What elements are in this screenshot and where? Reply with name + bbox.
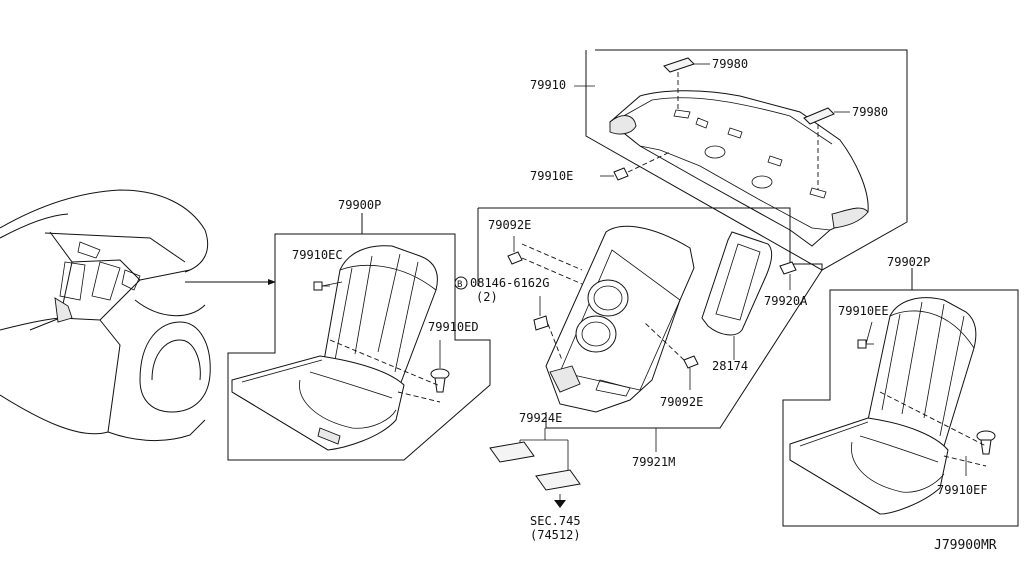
dashed-79092E-a xyxy=(521,257,583,285)
label-bolt-qty: (2) xyxy=(476,290,498,304)
screw-79092E-b xyxy=(683,355,699,390)
trim-28174 xyxy=(701,231,773,336)
label-28174: 28174 xyxy=(712,359,748,373)
shelf-box-frame xyxy=(585,49,908,271)
label-79980-a: 79980 xyxy=(712,57,748,71)
screw-79910E xyxy=(600,167,629,181)
seat-cushion-left xyxy=(231,355,405,451)
car-rear-illustration xyxy=(0,189,211,442)
dashed-guide-right xyxy=(879,391,987,447)
label-79092E-b: 79092E xyxy=(660,395,703,409)
label-79092E-a: 79092E xyxy=(488,218,531,232)
dashed-guide xyxy=(329,339,441,387)
seat-box-left-frame xyxy=(227,213,491,461)
pad-79924E-a xyxy=(489,441,535,463)
screw-79920A xyxy=(779,261,797,290)
screw-79910EE xyxy=(857,339,874,349)
label-79921M: 79921M xyxy=(632,455,675,469)
bolt-symbol-circle xyxy=(454,276,468,290)
dashed-guide-2 xyxy=(397,391,441,403)
screw-79910EC xyxy=(313,281,330,291)
label-79910E: 79910E xyxy=(530,169,573,183)
arrow-head xyxy=(268,279,276,285)
console-box-frame xyxy=(477,207,823,429)
dashed-79092E-a-2 xyxy=(521,243,583,271)
dashed-bolt xyxy=(547,323,563,361)
reference-code: (74512) xyxy=(530,528,581,542)
sec-arrow-head xyxy=(554,500,566,508)
parcel-shelf xyxy=(609,90,869,247)
label-79980-b: 79980 xyxy=(852,105,888,119)
console-panel xyxy=(545,225,695,413)
label-79900P: 79900P xyxy=(338,198,381,212)
screw-79092E-a xyxy=(507,236,523,265)
dashed-79092E-b xyxy=(643,321,685,361)
pad-79924E-b xyxy=(535,469,581,491)
label-79910: 79910 xyxy=(530,78,566,92)
label-79910EC: 79910EC xyxy=(292,248,343,262)
label-79910EE: 79910EE xyxy=(838,304,889,318)
seat-box-right-frame xyxy=(782,268,1019,527)
leader-79910EE xyxy=(865,321,873,345)
bolt-symbol: B xyxy=(457,280,462,290)
reference-sec: SEC.745 xyxy=(530,514,581,528)
pad-79980-b xyxy=(803,107,850,125)
label-79910EF: 79910EF xyxy=(937,483,988,497)
leader-79910EC xyxy=(321,281,343,287)
dashed-guide-right-2 xyxy=(943,455,987,467)
bolt-08146 xyxy=(533,296,549,331)
clip-79910ED xyxy=(430,368,450,393)
diagram-code: J79900MR xyxy=(934,538,997,553)
label-79924E: 79924E xyxy=(519,411,562,425)
label-79902P: 79902P xyxy=(887,255,930,269)
label-79910ED: 79910ED xyxy=(428,320,479,334)
label-79920A: 79920A xyxy=(764,294,808,308)
clip-79910EF xyxy=(976,430,996,455)
seat-cushion-right xyxy=(789,417,949,515)
label-08146-6162G: 08146-6162G xyxy=(470,276,549,290)
pad-79980-a xyxy=(663,57,710,73)
